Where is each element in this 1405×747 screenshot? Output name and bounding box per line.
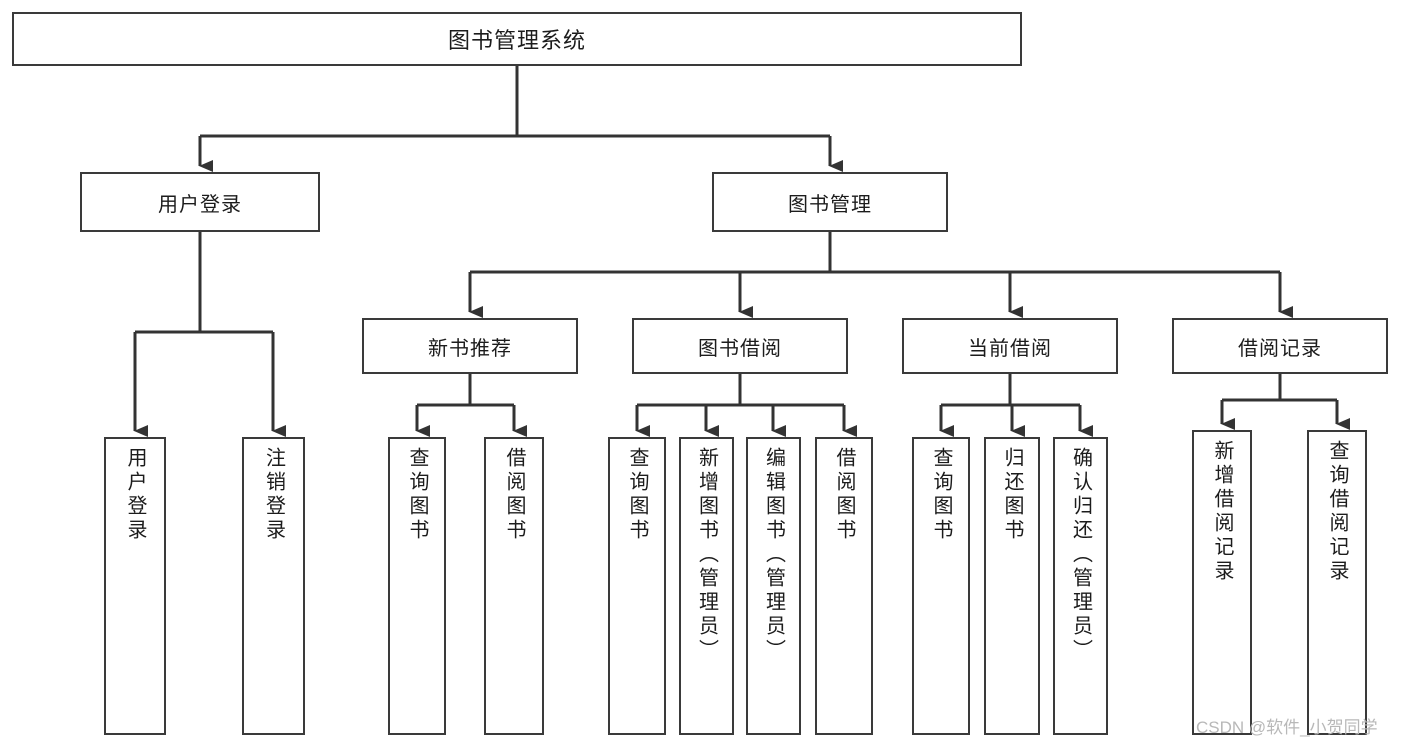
node-leaf-edit-book-label: 编辑图书（管理员）	[762, 447, 785, 663]
node-leaf-confirm-return[interactable]: 确认归还（管理员）	[1053, 437, 1108, 735]
node-leaf-borrow-book-2-label: 借阅图书	[833, 447, 855, 543]
node-leaf-return-book[interactable]: 归还图书	[984, 437, 1040, 735]
node-new-book-recommend-label: 新书推荐	[428, 337, 512, 360]
node-leaf-add-record[interactable]: 新增借阅记录	[1192, 430, 1252, 735]
node-borrow-record[interactable]: 借阅记录	[1172, 318, 1388, 374]
node-leaf-query-book-2[interactable]: 查询图书	[608, 437, 666, 735]
node-leaf-query-book-2-label: 查询图书	[626, 447, 648, 543]
node-new-book-recommend[interactable]: 新书推荐	[362, 318, 578, 374]
node-leaf-user-login[interactable]: 用户登录	[104, 437, 166, 735]
node-leaf-edit-book[interactable]: 编辑图书（管理员）	[746, 437, 801, 735]
node-leaf-borrow-book-2[interactable]: 借阅图书	[815, 437, 873, 735]
node-borrow-record-label: 借阅记录	[1238, 337, 1322, 360]
node-book-manage[interactable]: 图书管理	[712, 172, 948, 232]
node-leaf-return-book-label: 归还图书	[1001, 447, 1023, 543]
node-leaf-add-record-label: 新增借阅记录	[1211, 440, 1233, 584]
node-leaf-query-book-3-label: 查询图书	[930, 447, 952, 543]
node-leaf-query-record-label: 查询借阅记录	[1326, 440, 1348, 584]
node-leaf-user-login-label: 用户登录	[124, 447, 146, 543]
node-current-borrow-label: 当前借阅	[968, 337, 1052, 360]
node-leaf-borrow-book-1-label: 借阅图书	[503, 447, 525, 543]
node-leaf-add-book-label: 新增图书（管理员）	[695, 447, 718, 663]
node-leaf-borrow-book-1[interactable]: 借阅图书	[484, 437, 544, 735]
node-book-borrow[interactable]: 图书借阅	[632, 318, 848, 374]
node-root[interactable]: 图书管理系统	[12, 12, 1022, 66]
node-leaf-confirm-return-label: 确认归还（管理员）	[1069, 447, 1092, 663]
watermark: CSDN @软件_小贺同学	[1196, 718, 1378, 737]
node-user-login[interactable]: 用户登录	[80, 172, 320, 232]
node-leaf-user-logout[interactable]: 注销登录	[242, 437, 305, 735]
node-leaf-add-book[interactable]: 新增图书（管理员）	[679, 437, 734, 735]
node-book-manage-label: 图书管理	[788, 193, 872, 216]
node-leaf-query-book-1[interactable]: 查询图书	[388, 437, 446, 735]
node-leaf-query-book-1-label: 查询图书	[406, 447, 428, 543]
node-root-label: 图书管理系统	[447, 28, 586, 53]
node-leaf-query-record[interactable]: 查询借阅记录	[1307, 430, 1367, 735]
node-current-borrow[interactable]: 当前借阅	[902, 318, 1118, 374]
node-user-login-label: 用户登录	[158, 193, 242, 216]
node-book-borrow-label: 图书借阅	[698, 337, 782, 360]
node-leaf-query-book-3[interactable]: 查询图书	[912, 437, 970, 735]
node-leaf-user-logout-label: 注销登录	[262, 447, 285, 543]
